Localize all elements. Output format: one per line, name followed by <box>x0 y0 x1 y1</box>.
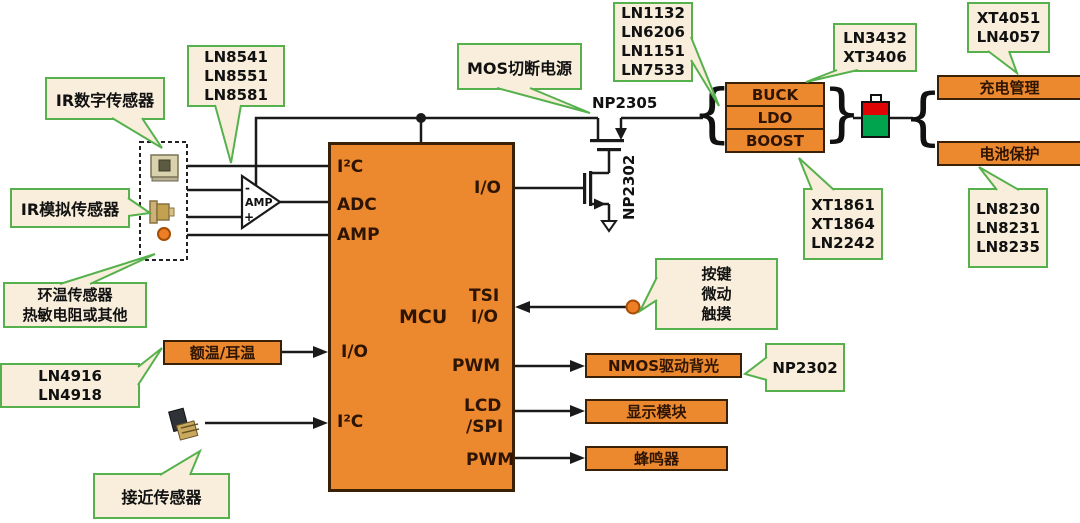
callout-np2302: NP2302 <box>765 343 845 392</box>
proximity-sensor-icon <box>168 407 200 441</box>
opamp-plus: + <box>244 210 254 224</box>
mcu-port-io-right: I/O <box>474 178 501 198</box>
nmos-symbol <box>583 171 618 233</box>
boost-block: BOOST <box>727 128 823 151</box>
pmos-arrow <box>615 128 627 140</box>
mcu-port-amp: AMP <box>337 225 380 245</box>
battery-protection-box: 电池保护 <box>937 141 1080 166</box>
mcu-port-tsi-io: I/O <box>471 307 498 327</box>
callout-ln82xx: LN8230 LN8231 LN8235 <box>968 188 1048 268</box>
callout-ln85xx: LN8541 LN8551 LN8581 <box>187 45 285 107</box>
ir-digital-sensor-icon <box>150 154 179 182</box>
ir-analog-sensor-icon <box>149 200 175 224</box>
mcu-port-lcd: LCD <box>464 396 502 416</box>
mcu-title: MCU <box>399 306 448 328</box>
battery-icon <box>861 94 890 138</box>
callout-ln11xx: LN1132 LN6206 LN1151 LN7533 <box>613 2 693 82</box>
wires <box>187 116 913 460</box>
callout-proximity: 接近传感器 <box>93 473 230 519</box>
opamp-label: AMP <box>245 196 273 209</box>
brace-open-battery: { <box>903 80 942 153</box>
regulator-stack: BUCK LDO BOOST <box>725 82 825 153</box>
opamp-symbol: AMP - + <box>240 173 282 231</box>
mcu-port-io-left: I/O <box>341 342 368 362</box>
callout-ir-analog: IR模拟传感器 <box>10 188 130 228</box>
nmos-label: NP2302 <box>620 155 638 220</box>
callout-mos-cutoff: MOS切断电源 <box>457 43 582 90</box>
callout-ln3432: LN3432 XT3406 <box>833 23 917 72</box>
mcu-port-pwm1: PWM <box>452 356 501 376</box>
charge-management-box: 充电管理 <box>937 75 1080 100</box>
mcu-port-tsi: TSI <box>469 286 500 306</box>
mcu-port-i2c-bottom: I²C <box>337 412 364 432</box>
mcu-port-spi: /SPI <box>466 417 504 437</box>
mcu-port-adc: ADC <box>337 195 377 215</box>
callout-ir-digital: IR数字传感器 <box>45 77 165 120</box>
junction-dot <box>416 113 426 123</box>
brace-close-regulators: } <box>822 76 861 149</box>
pmos-label: NP2305 <box>592 94 657 112</box>
ground-icon <box>600 220 618 233</box>
mcu-port-i2c-top: I²C <box>337 157 364 177</box>
ldo-block: LDO <box>727 105 823 128</box>
callout-buttons: 按键 微动 触摸 <box>655 258 778 330</box>
buzzer-box: 蜂鸣器 <box>585 446 728 471</box>
callout-ambient-sensor: 环温传感器 热敏电阻或其他 <box>3 282 147 328</box>
touch-dot-icon <box>625 299 641 315</box>
mcu-block <box>328 142 515 492</box>
buck-block: BUCK <box>751 85 799 104</box>
arrowheads <box>313 301 585 464</box>
sensor-group-box <box>139 141 188 261</box>
mcu-port-pwm2: PWM <box>466 450 515 470</box>
callout-ln49xx: LN4916 LN4918 <box>0 363 140 408</box>
opamp-minus: - <box>245 181 250 195</box>
thermistor-dot-icon <box>157 227 171 241</box>
nmos-backlight-box: NMOS驱动背光 <box>585 353 742 378</box>
callout-xt4051: XT4051 LN4057 <box>967 2 1050 53</box>
pmos-symbol <box>590 128 627 152</box>
callout-xt1861: XT1861 XT1864 LN2242 <box>803 188 883 260</box>
display-module-box: 显示模块 <box>585 399 728 424</box>
forehead-ear-box: 额温/耳温 <box>163 340 282 365</box>
